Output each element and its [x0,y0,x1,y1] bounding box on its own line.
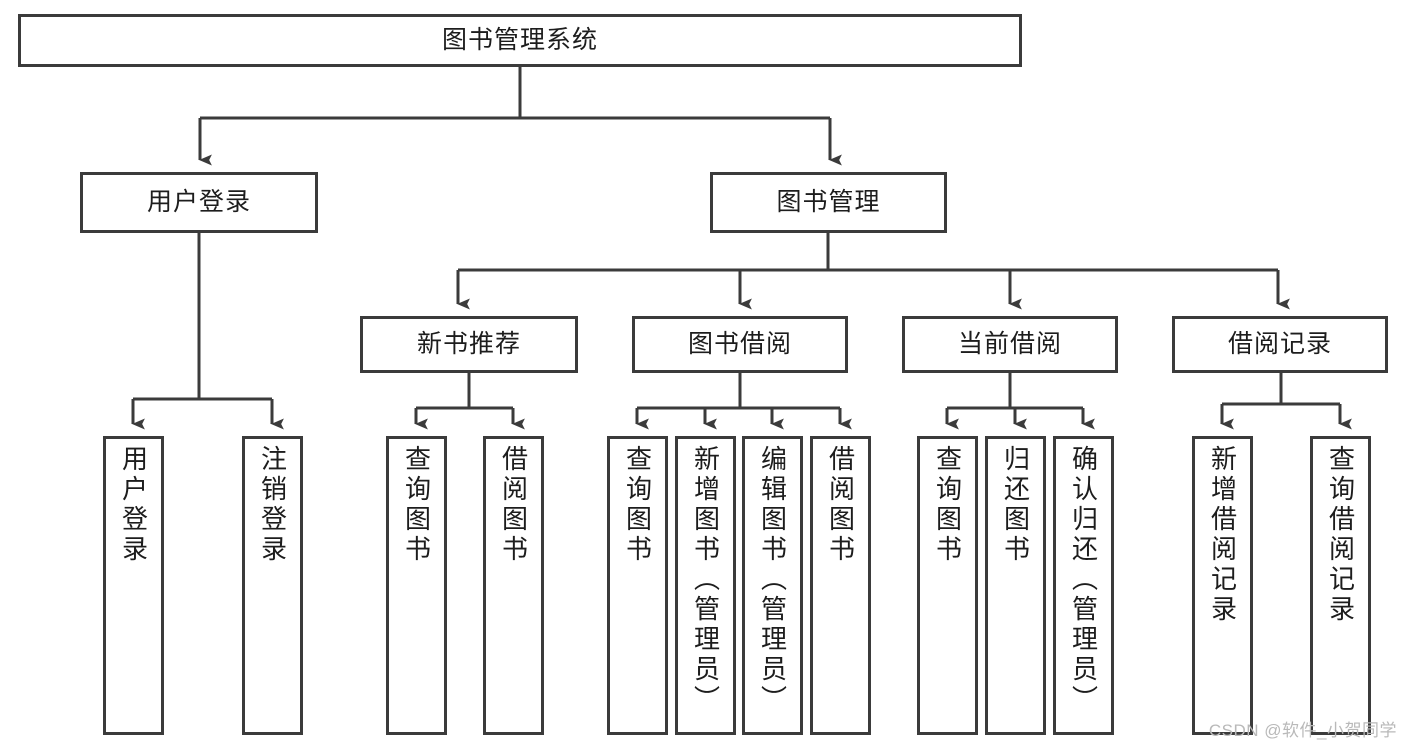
node-leaf-query-borrow-record[interactable]: 查询借阅记录 [1310,436,1371,735]
node-leaf-edit-book-admin[interactable]: 编辑图书（管理员） [742,436,803,735]
node-label: 图书管理 [776,187,881,216]
node-leaf-user-login[interactable]: 用户登录 [103,436,164,735]
node-current-borrow[interactable]: 当前借阅 [902,316,1118,373]
node-label: 新增图书（管理员） [690,445,721,715]
node-label: 确认归还（管理员） [1068,445,1099,715]
node-leaf-add-book-admin[interactable]: 新增图书（管理员） [675,436,736,735]
node-label: 用户登录 [146,187,251,216]
node-leaf-user-logout[interactable]: 注销登录 [242,436,303,735]
node-label: 当前借阅 [957,329,1062,358]
node-label: 图书管理系统 [441,25,598,54]
node-leaf-query-book-current[interactable]: 查询图书 [917,436,978,735]
node-borrow-record[interactable]: 借阅记录 [1172,316,1388,373]
node-label: 注销登录 [257,445,288,565]
node-label: 新增借阅记录 [1207,445,1238,625]
node-label: 图书借阅 [687,329,792,358]
node-root-system[interactable]: 图书管理系统 [18,14,1022,67]
node-label: 查询借阅记录 [1325,445,1356,625]
node-label: 用户登录 [118,445,149,565]
node-leaf-add-borrow-record[interactable]: 新增借阅记录 [1192,436,1253,735]
node-new-book-recommend[interactable]: 新书推荐 [360,316,578,373]
node-label: 查询图书 [622,445,653,565]
node-label: 借阅图书 [498,445,529,565]
node-leaf-query-book-newbook[interactable]: 查询图书 [386,436,447,735]
node-leaf-borrow-book-newbook[interactable]: 借阅图书 [483,436,544,735]
node-leaf-confirm-return-admin[interactable]: 确认归还（管理员） [1053,436,1114,735]
node-label: 归还图书 [1000,445,1031,565]
node-label: 借阅图书 [825,445,856,565]
node-user-login[interactable]: 用户登录 [80,172,318,233]
node-label: 查询图书 [401,445,432,565]
node-label: 借阅记录 [1227,329,1332,358]
node-label: 新书推荐 [416,329,521,358]
node-leaf-return-book[interactable]: 归还图书 [985,436,1046,735]
node-book-borrow[interactable]: 图书借阅 [632,316,848,373]
node-label: 查询图书 [932,445,963,565]
node-label: 编辑图书（管理员） [757,445,788,715]
node-book-management[interactable]: 图书管理 [710,172,947,233]
node-leaf-borrow-book-borrow[interactable]: 借阅图书 [810,436,871,735]
node-leaf-query-book-borrow[interactable]: 查询图书 [607,436,668,735]
